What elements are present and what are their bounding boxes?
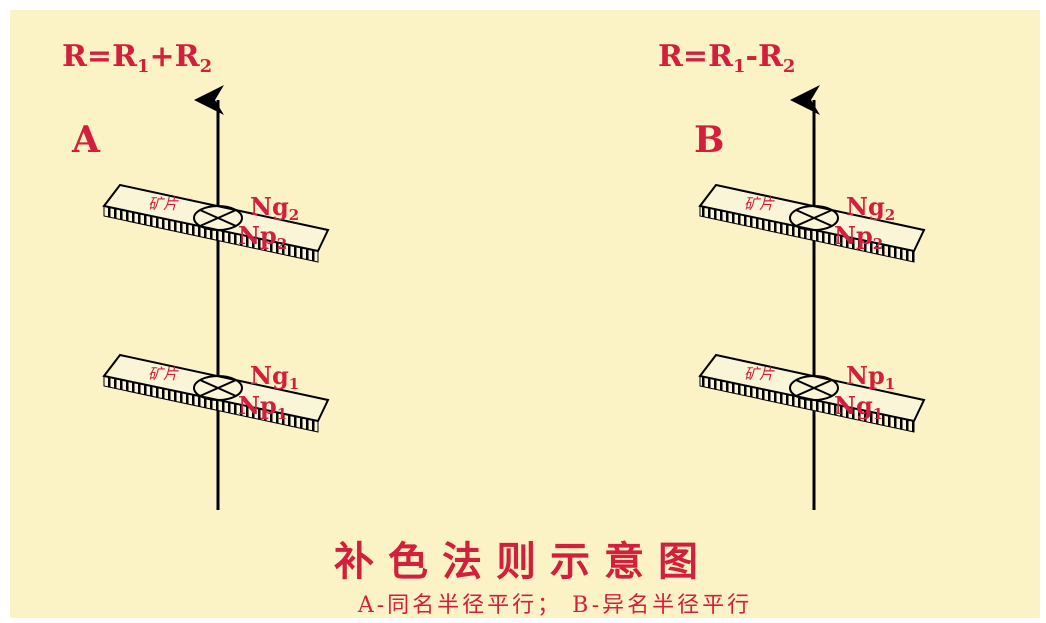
panel-a-formula: R=R1+R2 bbox=[62, 39, 212, 77]
formula-a-op: +R bbox=[150, 39, 201, 74]
crosshair-line bbox=[199, 209, 237, 227]
panel-b-lower-slice: 矿片 Np1 Ng1 bbox=[698, 353, 926, 433]
dir2-main: Np bbox=[238, 221, 277, 250]
panel-b-upper-slice: 矿片 Ng2 Np2 bbox=[698, 183, 926, 263]
dir1-main: Ng bbox=[250, 192, 289, 221]
dir1-label: Np1 bbox=[846, 361, 895, 393]
slice-outline bbox=[102, 353, 330, 423]
slice-outline bbox=[698, 353, 926, 423]
slice-label: 矿片 bbox=[744, 195, 775, 213]
panel-b-formula: R=R1-R2 bbox=[658, 39, 795, 77]
dir2-main: Ng bbox=[834, 391, 873, 420]
dir2-label: Np2 bbox=[834, 221, 883, 253]
dir2-label: Ng1 bbox=[834, 391, 883, 423]
slice-outline bbox=[698, 183, 926, 253]
formula-b-sub1: 1 bbox=[733, 56, 746, 77]
background-panel bbox=[10, 10, 1040, 618]
dir2-sub: 1 bbox=[873, 405, 883, 423]
slice-crosshair-ellipse bbox=[789, 375, 839, 401]
dir1-sub: 1 bbox=[885, 375, 895, 393]
dir2-label: Np1 bbox=[238, 391, 287, 423]
slice-crosshair-ellipse bbox=[789, 205, 839, 231]
formula-b-sub2: 2 bbox=[783, 56, 796, 77]
dir1-label: Ng2 bbox=[250, 192, 299, 224]
dir2-sub: 2 bbox=[277, 235, 287, 253]
panel-b: R=R1-R2 B 矿片 Ng2 Np2 矿片 Np1 Ng1 bbox=[658, 39, 926, 510]
dir2-label: Np2 bbox=[238, 221, 287, 253]
formula-b-op: -R bbox=[746, 39, 784, 74]
dir1-sub: 2 bbox=[885, 206, 895, 224]
slice-crosshair-ellipse bbox=[193, 205, 243, 231]
formula-b-lhs: R=R bbox=[658, 39, 734, 74]
dir1-main: Ng bbox=[250, 361, 289, 390]
panel-a: R=R1+R2 A 矿片 Ng2 Np2 矿片 Ng1 Np1 bbox=[62, 39, 330, 510]
dir2-main: Np bbox=[238, 391, 277, 420]
dir1-main: Ng bbox=[846, 192, 885, 221]
panel-b-letter: B bbox=[694, 119, 724, 161]
panel-a-upper-slice: 矿片 Ng2 Np2 bbox=[102, 183, 330, 263]
panel-a-lower-slice: 矿片 Ng1 Np1 bbox=[102, 353, 330, 433]
slice-label: 矿片 bbox=[148, 365, 179, 383]
dir1-label: Ng1 bbox=[250, 361, 299, 393]
crosshair-line bbox=[795, 379, 833, 397]
slice-outline bbox=[102, 183, 330, 253]
slice-label: 矿片 bbox=[744, 365, 775, 383]
diagram-title: 补色法则示意图 bbox=[334, 538, 712, 585]
dir1-label: Ng2 bbox=[846, 192, 895, 224]
crosshair-line bbox=[795, 209, 833, 227]
dir2-main: Np bbox=[834, 221, 873, 250]
slice-label: 矿片 bbox=[148, 195, 179, 213]
dir1-sub: 2 bbox=[289, 206, 299, 224]
formula-a-sub2: 2 bbox=[200, 56, 213, 77]
formula-a-sub1: 1 bbox=[137, 56, 150, 77]
dir1-sub: 1 bbox=[289, 375, 299, 393]
panel-a-letter: A bbox=[71, 119, 101, 161]
formula-a-lhs: R=R bbox=[62, 39, 138, 74]
slice-crosshair-ellipse bbox=[193, 375, 243, 401]
dir1-main: Np bbox=[846, 361, 885, 390]
dir2-sub: 1 bbox=[277, 405, 287, 423]
crosshair-line bbox=[199, 379, 237, 397]
dir2-sub: 2 bbox=[873, 235, 883, 253]
diagram-caption: A-同名半径平行； B-异名半径平行 bbox=[357, 593, 752, 618]
